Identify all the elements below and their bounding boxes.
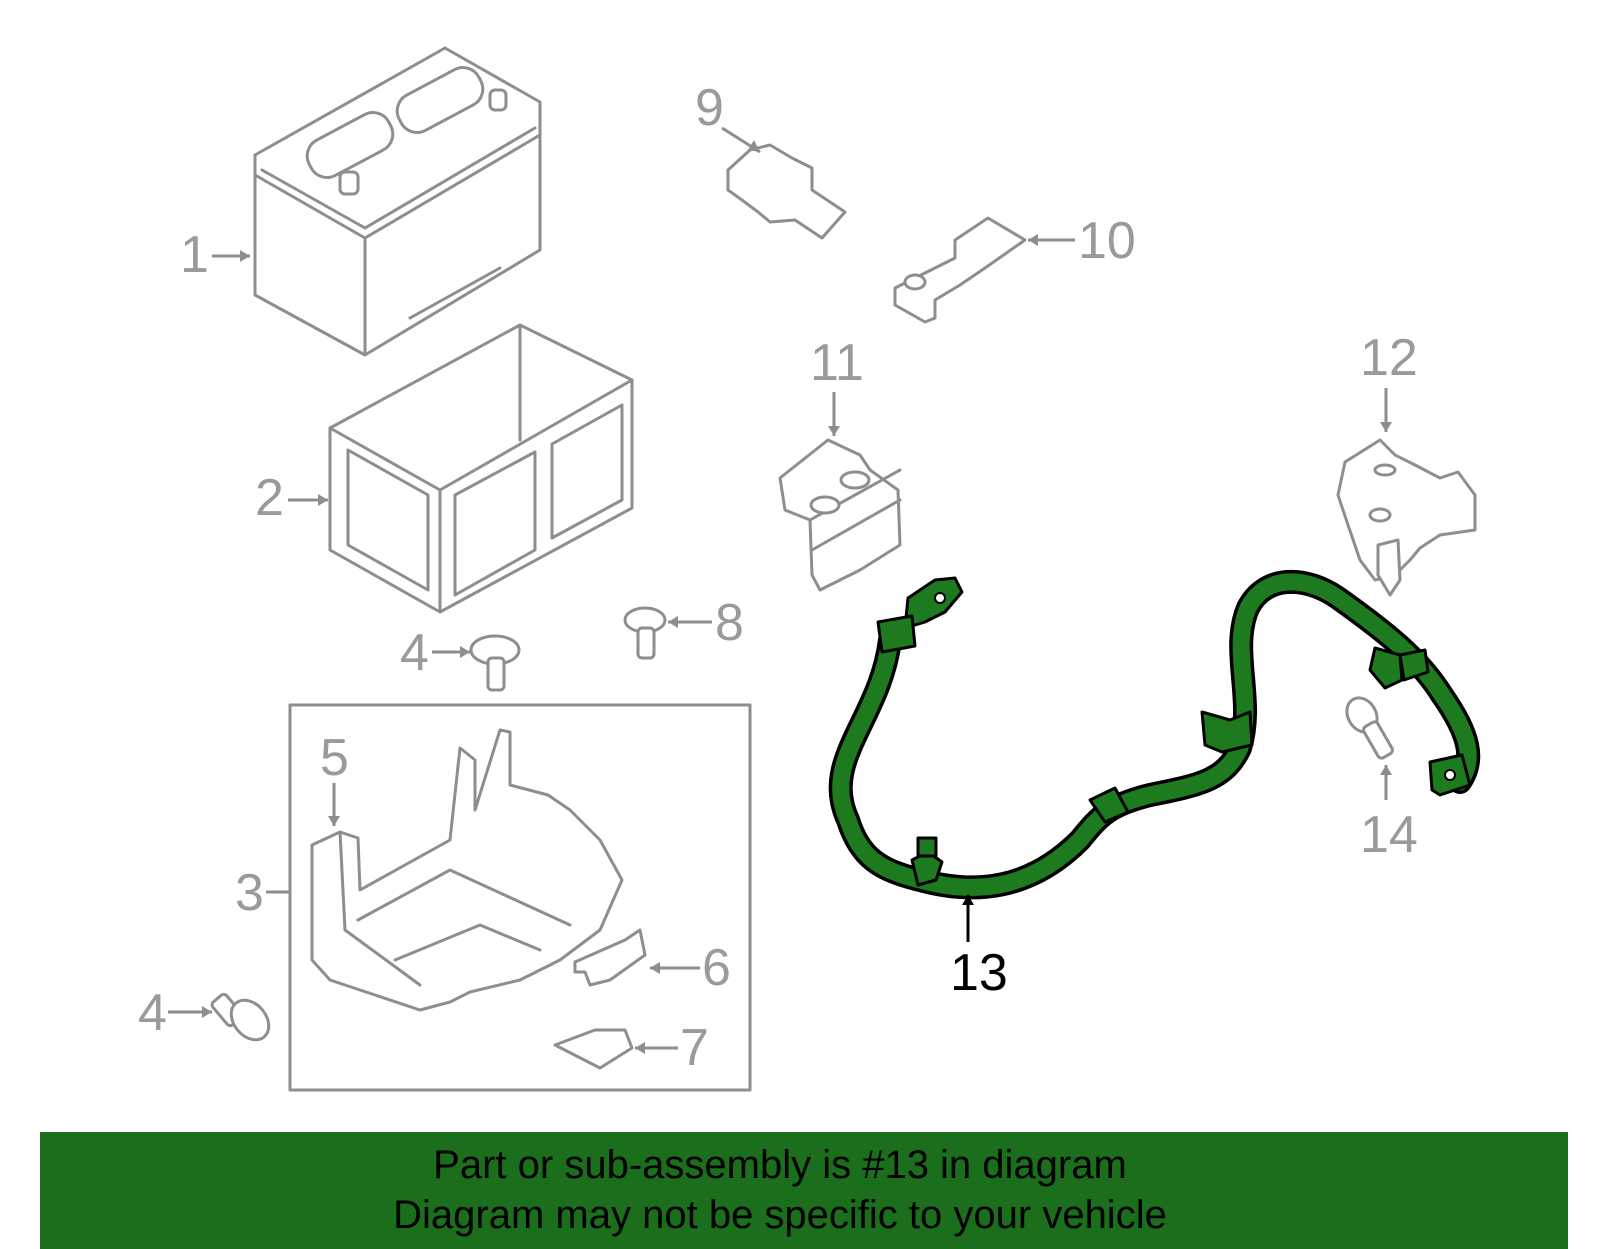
- bracket-part-12: [1336, 438, 1477, 597]
- callout-7: 7: [680, 1019, 709, 1077]
- callout-1: 1: [180, 226, 209, 284]
- callout-4-upper: 4: [400, 624, 429, 682]
- bolt-part-8: [623, 606, 667, 660]
- battery-cable-part-13: [828, 569, 1481, 900]
- callout-12: 12: [1360, 329, 1418, 387]
- clip-part-7: [553, 1028, 634, 1070]
- bracket-part-6: [573, 928, 647, 987]
- battery-support-part-5: [310, 728, 624, 1012]
- callout-4-lower: 4: [138, 984, 167, 1042]
- callout-10: 10: [1078, 212, 1136, 270]
- junction-block-part-11: [778, 438, 902, 592]
- callout-13: 13: [950, 944, 1008, 1002]
- bolt-part-14: [1345, 696, 1394, 760]
- assembly-frame-part-3: [288, 703, 752, 1092]
- callout-8: 8: [715, 594, 744, 652]
- callout-11: 11: [810, 334, 864, 392]
- callout-3: 3: [235, 864, 264, 922]
- callout-14: 14: [1360, 806, 1418, 864]
- bracket-part-10: [893, 216, 1027, 324]
- callout-6: 6: [702, 939, 731, 997]
- callout-5: 5: [320, 729, 349, 787]
- callout-9: 9: [695, 79, 724, 137]
- info-banner: Part or sub-assembly is #13 in diagram D…: [40, 1132, 1568, 1249]
- banner-line-2: Diagram may not be specific to your vehi…: [393, 1193, 1167, 1237]
- push-pin-part-4a: [469, 634, 521, 692]
- battery-part: [253, 46, 542, 357]
- bracket-part-9: [726, 143, 847, 240]
- battery-tray-box-part: [328, 323, 634, 614]
- banner-line-1: Part or sub-assembly is #13 in diagram: [433, 1143, 1127, 1187]
- callout-2: 2: [255, 469, 284, 527]
- push-pin-part-4b: [210, 992, 271, 1042]
